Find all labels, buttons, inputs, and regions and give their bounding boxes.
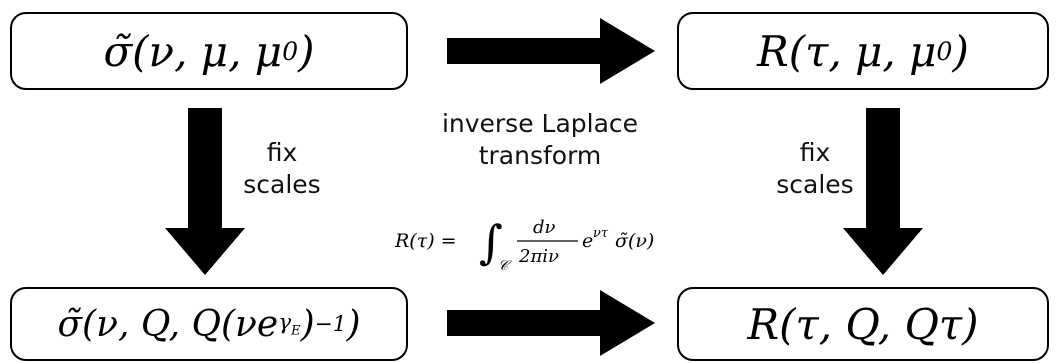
arrow-bottom-right <box>447 290 655 356</box>
box-sigma-q-sup-gamma: γ <box>278 309 292 335</box>
box-r-q-func: R <box>747 299 780 349</box>
formula-rhs: σ̃(ν) <box>615 230 654 252</box>
box-sigma-q-tail: ) <box>300 303 315 345</box>
formula-numerator: dν <box>533 217 556 238</box>
formula-exp-power: ντ <box>593 226 609 241</box>
box-sigma-q-args: (ν, Q, Q(νe <box>82 303 279 345</box>
box-sigma-q-exp: −1 <box>314 311 347 337</box>
box-sigma-q-sup-e: E <box>291 323 301 339</box>
formula-exp-base: e <box>582 230 593 252</box>
arrow-right-down <box>843 108 923 275</box>
label-fix-scales-left: fix scales <box>222 137 342 201</box>
box-r-q: R(τ, Q, Qτ) <box>677 287 1049 361</box>
box-sigma-mu-args: (ν, μ, μ <box>132 26 283 76</box>
box-r-mu-args: (τ, μ, μ <box>788 26 937 76</box>
formula-denominator: 2πiν <box>518 246 559 267</box>
arrow-top-right <box>447 18 655 84</box>
label-inverse-laplace-line1: inverse Laplace <box>441 109 639 138</box>
label-inverse-laplace-line2: transform <box>478 141 602 170</box>
formula-lhs: R(τ) = <box>395 230 457 252</box>
label-scales-left: scales <box>243 170 321 199</box>
box-sigma-mu-close: ) <box>298 26 315 76</box>
formula-contour: 𝒞 <box>498 258 512 274</box>
label-fix-left: fix <box>266 138 298 167</box>
formula-integral: ∫ <box>479 215 503 269</box>
box-r-mu-func: R <box>757 26 789 76</box>
laplace-formula: R(τ) = ∫ 𝒞 dν 2πiν e ντ σ̃(ν) <box>395 215 654 274</box>
box-sigma-q-func: σ̃ <box>57 303 83 345</box>
arrow-left-down <box>165 108 245 275</box>
label-fix-scales-right: fix scales <box>755 137 875 201</box>
box-r-mu-close: ) <box>952 26 969 76</box>
box-sigma-q-sup: γE <box>278 310 300 338</box>
label-scales-right: scales <box>776 170 854 199</box>
label-fix-right: fix <box>799 138 831 167</box>
box-sigma-q-close: ) <box>346 303 361 345</box>
label-inverse-laplace: inverse Laplace transform <box>420 108 660 172</box>
box-sigma-mu-sub: 0 <box>282 36 299 66</box>
box-r-mu-sub: 0 <box>936 36 953 66</box>
box-r-q-args: (τ, Q, Qτ) <box>779 299 979 349</box>
box-sigma-mu-func: σ̃ <box>103 26 133 76</box>
